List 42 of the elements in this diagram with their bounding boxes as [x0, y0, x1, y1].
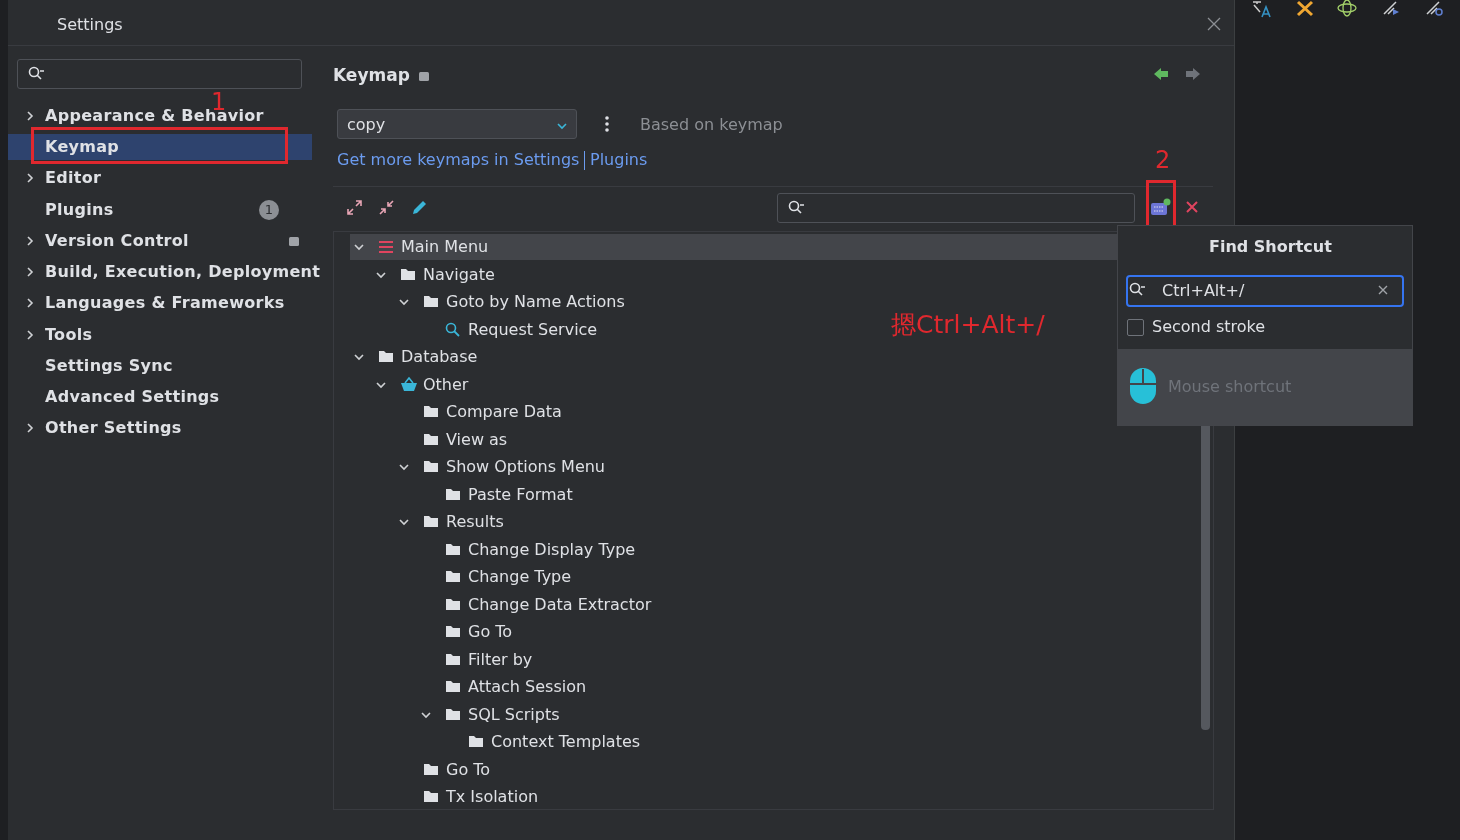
annotation-text: 摁Ctrl+Alt+/ [891, 310, 1045, 340]
step-number: 2 [1155, 146, 1171, 174]
menu-item: Languages & Frameworks [45, 293, 285, 313]
menu-item: Advanced Settings [45, 387, 220, 407]
link: Get more keymaps in Settings [337, 150, 580, 170]
tree-item: Request Service [468, 320, 598, 340]
keymap-dropdown: copy [337, 109, 577, 139]
menu-item: Plugins [45, 200, 114, 220]
tree-item: Other [423, 375, 469, 395]
tree-item: Paste Format [468, 485, 573, 505]
tree-item: Show Options Menu [446, 457, 605, 477]
section-title: Keymap [333, 65, 410, 85]
menu-item: Version Control [45, 231, 189, 251]
tree-item: Main Menu [401, 237, 489, 257]
dialog-title: Settings [57, 15, 123, 35]
menu-item: Tools [45, 325, 93, 345]
tree-item: Goto by Name Actions [446, 292, 625, 312]
tree-item: Change Data Extractor [468, 595, 652, 615]
link: Plugins [590, 150, 648, 170]
tree-item: Tx Isolation [446, 787, 539, 807]
tree-item: Context Templates [491, 732, 641, 752]
menu-item: Other Settings [45, 418, 182, 438]
popup-title: Find Shortcut [1209, 237, 1332, 257]
menu-item: Build, Execution, Deployment [45, 262, 321, 282]
tree-item: Filter by [468, 650, 533, 670]
tree-item: Change Type [468, 567, 572, 587]
tree-item: Database [401, 347, 478, 367]
tree-item: Go To [468, 622, 513, 642]
info-text: Based on keymap [640, 115, 783, 135]
tree-item: Change Display Type [468, 540, 636, 560]
tree-item: Attach Session [468, 677, 587, 697]
checkbox-label: Second stroke [1152, 317, 1266, 337]
menu-item: Keymap [45, 137, 120, 157]
menu-item: Settings Sync [45, 356, 173, 376]
tree-item: Results [446, 512, 504, 532]
tree-item: Go To [446, 760, 491, 780]
tree-item: SQL Scripts [468, 705, 560, 725]
tree-item: Compare Data [446, 402, 562, 422]
menu-item: Editor [45, 168, 102, 188]
tree-item: Navigate [423, 265, 495, 285]
shortcut-input-field: Ctrl+Alt+/ [1126, 275, 1404, 307]
tree-item: View as [446, 430, 508, 450]
